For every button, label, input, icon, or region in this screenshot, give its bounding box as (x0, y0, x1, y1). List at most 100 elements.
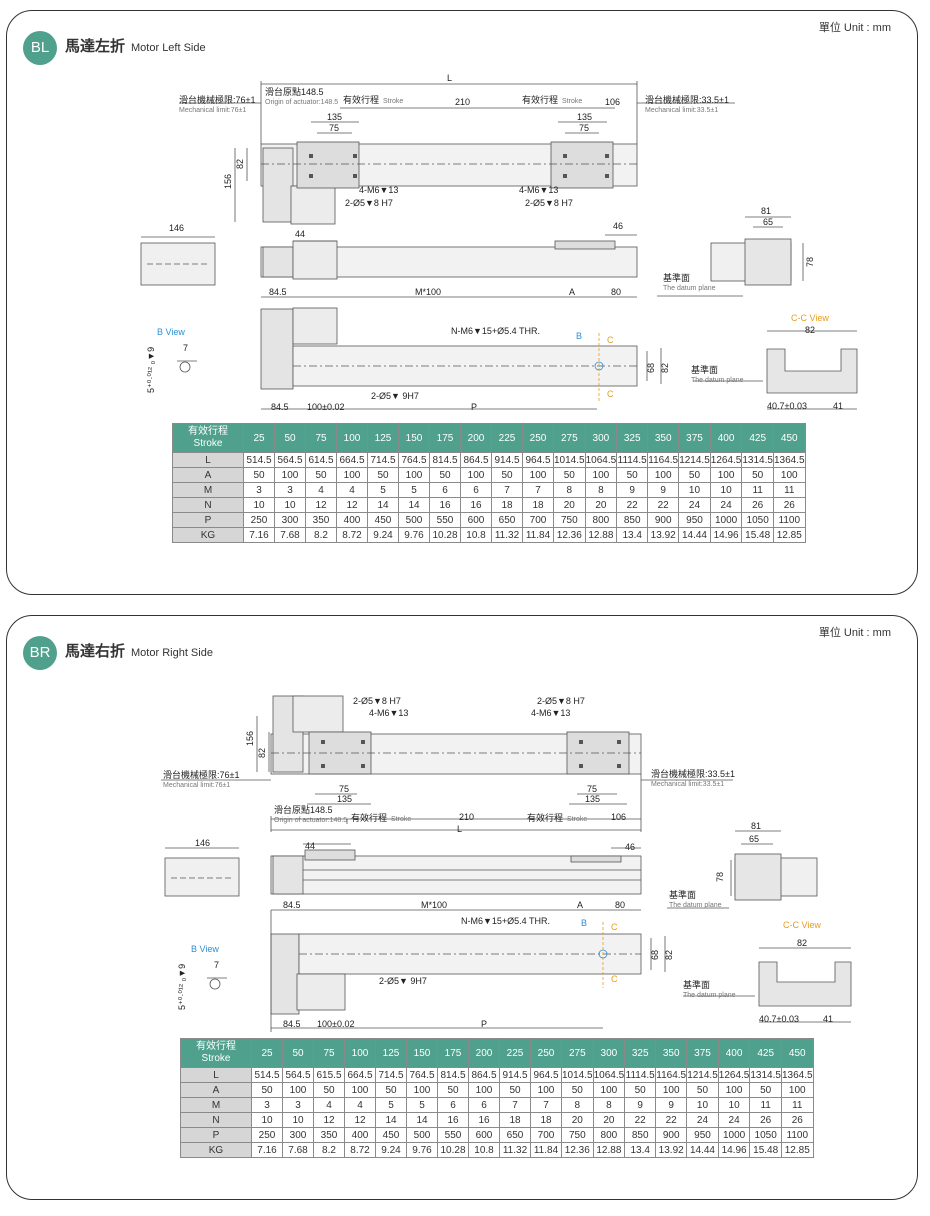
tap-holes-right: 4-M6▼13 (519, 185, 558, 195)
stroke-col-header: 25 (251, 1038, 283, 1068)
section-title-zh: 馬達右折 (65, 643, 126, 660)
table-cell: 18 (499, 1112, 531, 1128)
datum-label-2-en: The datum plane (683, 992, 736, 999)
table-cell: 914.5 (491, 452, 523, 468)
stroke-col-header: 375 (686, 1038, 719, 1068)
table-cell: 12.88 (592, 1142, 626, 1158)
stroke-label-left: 有效行程 (343, 94, 379, 105)
stroke-label-left-en: Stroke (391, 816, 411, 823)
table-cell: 100 (282, 1082, 314, 1098)
mech-limit-left-label-en: Mechanical limit:76±1 (179, 107, 246, 114)
dim-100: 100±0.02 (307, 402, 344, 412)
stroke-col-header: 350 (647, 423, 680, 453)
stroke-col-header: 50 (274, 423, 306, 453)
datum-label-1: 基準面 (669, 889, 696, 900)
table-cell: 50 (251, 1082, 283, 1098)
table-cell: 13.92 (655, 1142, 688, 1158)
table-cell: 10 (274, 497, 306, 513)
dim-82-cc: 82 (805, 325, 815, 335)
table-cell: 24 (709, 497, 743, 513)
table-cell: 4 (305, 482, 337, 498)
table-cell: 1000 (709, 512, 743, 528)
table-cell: 18 (522, 497, 554, 513)
table-cell: 24 (717, 1112, 751, 1128)
table-cell: 7 (499, 1097, 531, 1113)
table-cell: 100 (460, 467, 492, 483)
table-cell: 9 (655, 1097, 688, 1113)
bottom-pins-label: 2-Ø5▼ 9H7 (371, 391, 419, 401)
cc-view-title: C-C View (783, 920, 821, 930)
stroke-col-header: 275 (553, 423, 586, 453)
table-cell: 1014.5 (561, 1067, 594, 1083)
table-cell: 700 (522, 512, 554, 528)
table-cell: 8.72 (336, 527, 368, 543)
table-cell: 12.88 (584, 527, 618, 543)
table-cell: 7 (491, 482, 523, 498)
pin-holes-left: 2-Ø5▼8 H7 (345, 198, 393, 208)
dim-75-right: 75 (587, 784, 597, 794)
table-cell: 11 (749, 1097, 782, 1113)
stroke-col-header: 50 (282, 1038, 314, 1068)
table-cell: 914.5 (499, 1067, 531, 1083)
table-cell: 4 (313, 1097, 345, 1113)
dim-135-left: 135 (337, 794, 352, 804)
table-cell: 514.5 (251, 1067, 283, 1083)
datum-label-1-en: The datum plane (669, 902, 722, 909)
dim-44: 44 (295, 229, 305, 239)
table-cell: 20 (592, 1112, 626, 1128)
table-cell: 1164.5 (655, 1067, 688, 1083)
stroke-col-header: 325 (616, 423, 649, 453)
dim-75-left: 75 (339, 784, 349, 794)
table-cell: 850 (616, 512, 649, 528)
dim-84-5-bottom: 84.5 (283, 1019, 301, 1029)
table-cell: 700 (530, 1127, 562, 1143)
dim-135-right: 135 (585, 794, 600, 804)
stroke-col-header: 25 (243, 423, 275, 453)
table-cell: 12 (344, 1112, 376, 1128)
table-cell: 14 (398, 497, 430, 513)
dim-40-7: 40.7±0.03 (767, 401, 807, 411)
dim-84-5-top: 84.5 (283, 900, 301, 910)
dim-44: 44 (305, 841, 315, 851)
datum-label-2: 基準面 (691, 364, 718, 375)
drawing-motor-right: 156 82 2-Ø5▼8 H7 4-M6▼13 2-Ø5▼8 H7 4-M6▼… (161, 695, 852, 1032)
stroke-header-en: Stroke (193, 438, 223, 449)
table-cell: 250 (243, 512, 275, 528)
table-cell: 9.76 (406, 1142, 438, 1158)
table-cell: 10 (243, 497, 275, 513)
table-cell: 750 (561, 1127, 594, 1143)
dim-75-right: 75 (579, 123, 589, 133)
table-cell: 8 (553, 482, 586, 498)
stroke-col-header: 375 (678, 423, 711, 453)
table-cell: 16 (437, 1112, 469, 1128)
tap-holes-left: 4-M6▼13 (359, 185, 398, 195)
table-cell: 100 (522, 467, 554, 483)
table-cell: 14 (367, 497, 399, 513)
table-cell: 100 (780, 1082, 814, 1098)
dim-m100: M*100 (421, 900, 447, 910)
stroke-label-right-en: Stroke (567, 816, 587, 823)
stroke-col-header: 175 (429, 423, 461, 453)
table-cell: 5 (406, 1097, 438, 1113)
dim-7: 7 (183, 343, 188, 353)
mech-limit-right-label-en: Mechanical limit:33.5±1 (651, 781, 724, 788)
table-cell: 564.5 (274, 452, 306, 468)
dim-78: 78 (805, 257, 815, 267)
row-label: KG (172, 527, 244, 543)
section-title-en: Motor Left Side (131, 42, 206, 54)
b-view-title: B View (157, 327, 185, 337)
stroke-col-header: 300 (592, 1038, 626, 1068)
stroke-label-left: 有效行程 (351, 812, 387, 823)
table-cell: 1114.5 (624, 1067, 657, 1083)
table-cell: 20 (561, 1112, 594, 1128)
table-cell: 1214.5 (678, 452, 711, 468)
table-cell: 100 (584, 467, 618, 483)
dim-L: L (447, 73, 452, 83)
table-cell: 7.68 (282, 1142, 314, 1158)
